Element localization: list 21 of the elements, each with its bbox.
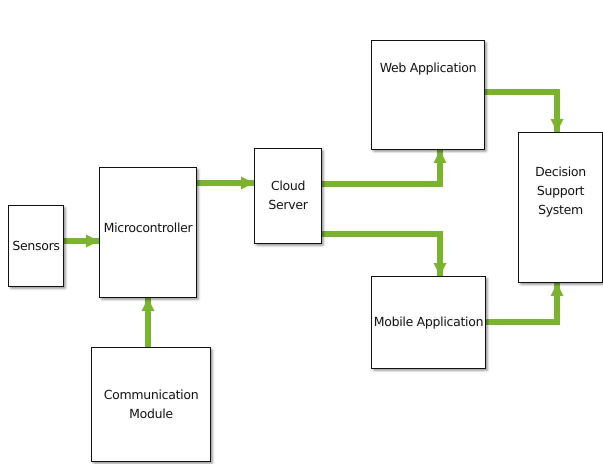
arrow — [64, 234, 99, 248]
process-box — [91, 347, 211, 462]
node-label: Web Application — [380, 59, 476, 77]
node-label: Sensors — [12, 236, 60, 255]
node-label: Microcontroller — [104, 219, 192, 238]
arrow — [197, 176, 254, 190]
arrow — [141, 298, 155, 347]
node-label: Mobile Application — [374, 313, 484, 332]
node-label: Decision Support System — [534, 163, 587, 219]
node-label: Communication Module — [102, 386, 200, 422]
process-box — [518, 132, 603, 283]
arrow — [322, 150, 447, 187]
arrow — [322, 231, 447, 276]
process-box — [8, 205, 64, 287]
process-box — [371, 276, 486, 369]
node-label: Cloud Server — [267, 177, 309, 214]
process-box — [99, 167, 197, 298]
arrow — [485, 89, 564, 132]
process-box — [254, 148, 322, 244]
arrow — [486, 283, 564, 325]
process-box — [371, 40, 485, 150]
